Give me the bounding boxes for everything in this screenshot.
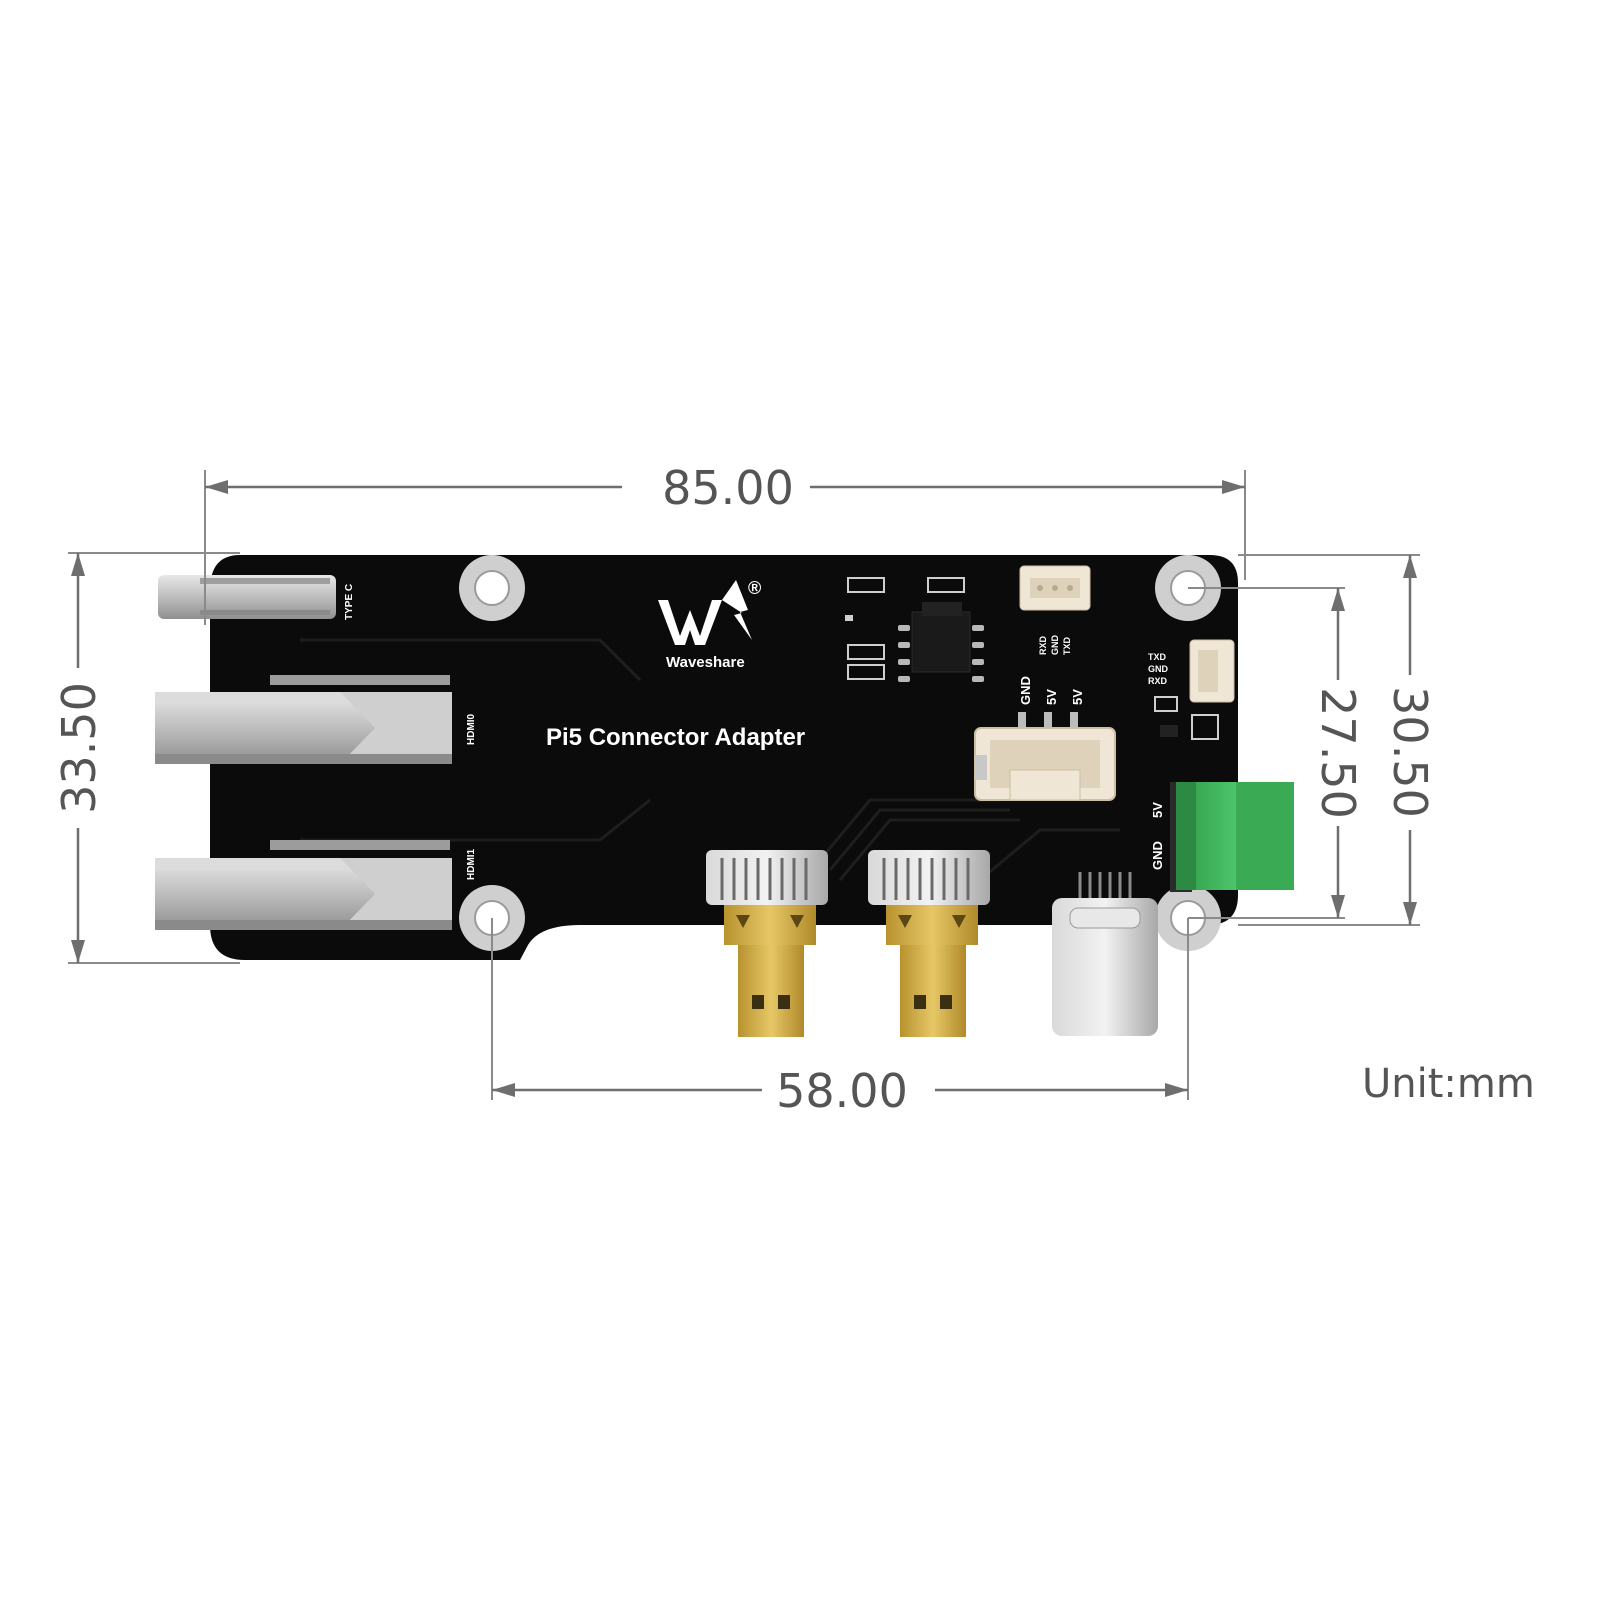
dimension-hole-spacing-y: 27.50 [1311, 588, 1365, 918]
dimension-hole-spacing-x-label: 58.00 [776, 1064, 908, 1118]
label-gnd-right: GND [1148, 664, 1169, 674]
board-title: Pi5 Connector Adapter [546, 724, 805, 751]
label-txd-top: TXD [1062, 636, 1072, 655]
hdmi0-label: HDMI0 [466, 713, 477, 745]
type-c-label: TYPE C [344, 584, 355, 620]
label-txd-right: TXD [1148, 652, 1167, 662]
hdmi1-label: HDMI1 [466, 848, 477, 880]
uart-connector-top [1019, 565, 1091, 611]
terminal-block [1170, 782, 1294, 892]
dimension-width-total: 85.00 [205, 461, 1245, 515]
label-5v-power-b: 5V [1070, 689, 1085, 705]
dimension-hole-spacing-x: 58.00 [492, 1064, 1188, 1118]
mini-hdmi-plug-2 [868, 850, 990, 1037]
mounting-hole-top-left [459, 555, 525, 621]
label-rxd-right: RXD [1148, 676, 1168, 686]
uart-connector-right [1189, 639, 1235, 703]
label-gnd-top: GND [1050, 635, 1060, 656]
dimension-width-total-label: 85.00 [662, 461, 794, 515]
type-c-port [158, 575, 336, 619]
pcb-traces [300, 638, 1120, 882]
dimension-board-height-label: 30.50 [1383, 686, 1437, 818]
dimension-height-total: 33.50 [52, 553, 106, 963]
power-connector [974, 727, 1116, 801]
dimension-height-total-label: 33.50 [52, 682, 106, 814]
smd-components [845, 577, 1219, 740]
label-5v-terminal: 5V [1150, 802, 1165, 818]
hdmi1-port [155, 840, 452, 930]
hdmi0-port [155, 675, 452, 764]
brand-name: Waveshare [666, 654, 745, 671]
registered-mark: ® [748, 578, 761, 598]
extension-lines [68, 470, 1420, 1100]
unit-label: Unit:mm [1362, 1061, 1535, 1107]
power-pins [1018, 712, 1078, 730]
dimension-board-height: 30.50 [1383, 555, 1437, 925]
mini-hdmi-plug-1 [706, 850, 828, 1037]
label-rxd-top: RXD [1038, 635, 1048, 655]
dimension-hole-spacing-y-label: 27.50 [1311, 687, 1365, 819]
label-gnd-terminal: GND [1150, 841, 1165, 870]
waveshare-logo: ® Waveshare [658, 578, 761, 671]
label-gnd-power: GND [1018, 676, 1033, 705]
ic-chip [898, 611, 984, 682]
usb-c-plug [1052, 872, 1158, 1036]
label-5v-power-a: 5V [1044, 689, 1059, 705]
